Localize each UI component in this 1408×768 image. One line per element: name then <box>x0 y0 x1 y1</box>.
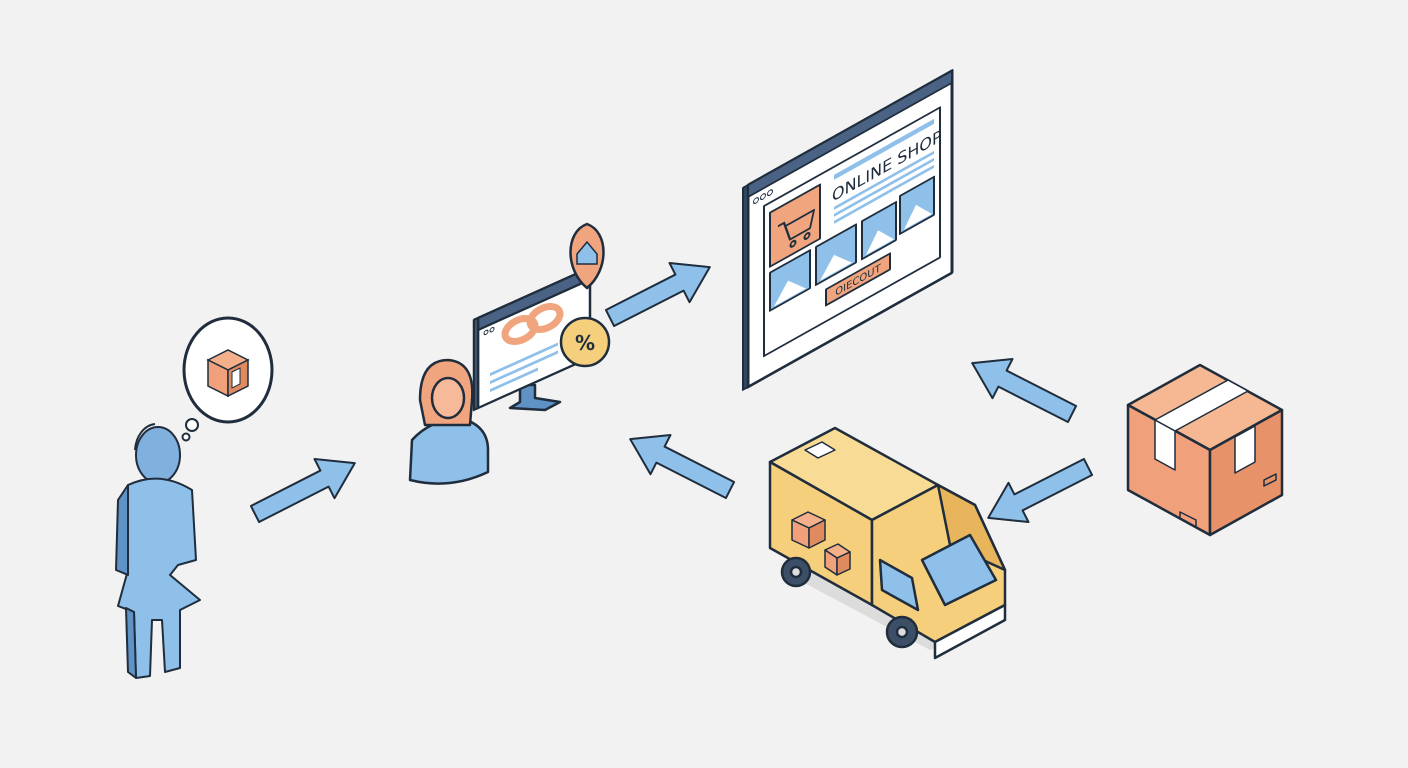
product-image-icons <box>769 175 935 312</box>
home-pin-icon <box>569 222 605 290</box>
shopper-person-icon <box>408 358 490 485</box>
discount-symbol: % <box>575 331 595 355</box>
online-shop-window: ONLINE SHOP OIECOUT <box>742 69 954 391</box>
customer-person-icon <box>115 423 201 679</box>
window-controls <box>753 189 773 204</box>
thought-bubble-icon <box>181 316 274 442</box>
package-icon <box>791 511 851 576</box>
delivery-truck-icon <box>768 426 1007 660</box>
link-icon <box>501 303 564 345</box>
package-icon <box>206 349 250 398</box>
package-icon <box>1126 363 1284 537</box>
shopping-cart-icon <box>778 208 815 248</box>
discount-coin-icon: % <box>559 316 611 368</box>
